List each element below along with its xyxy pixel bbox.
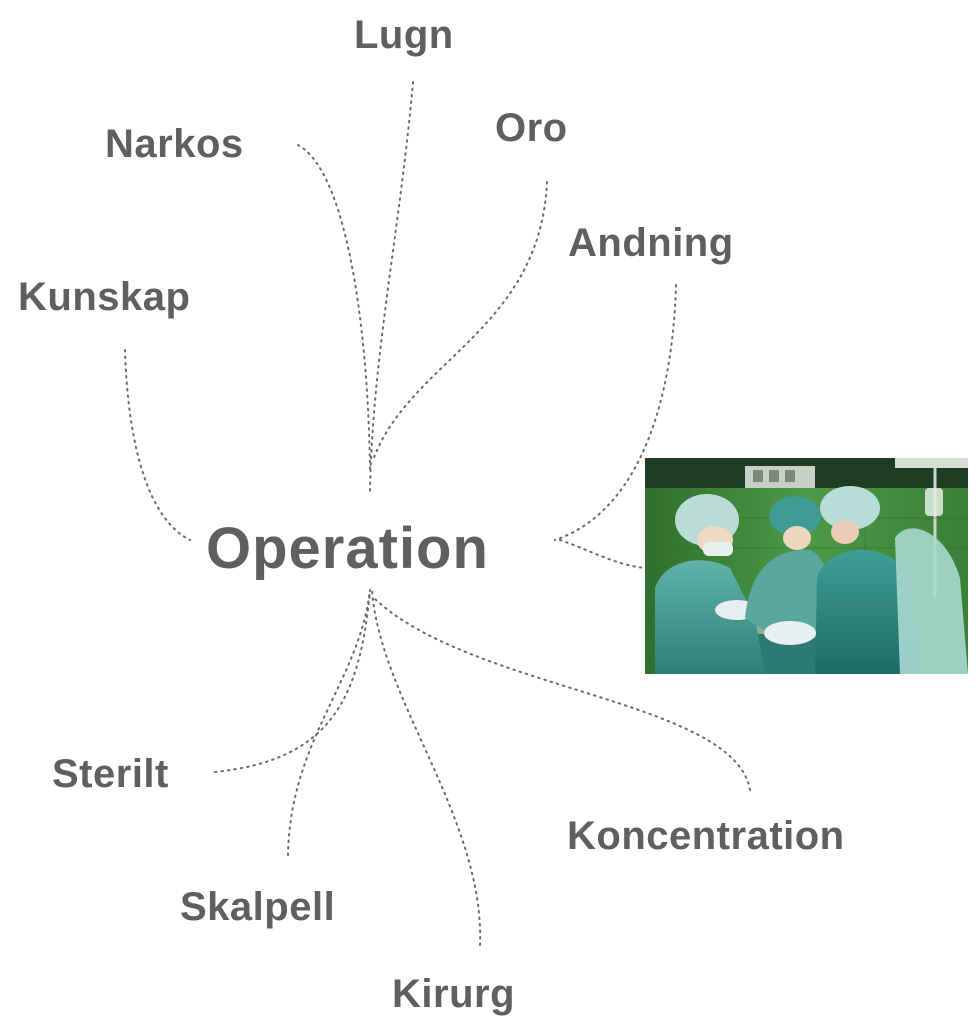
connector-photo — [559, 539, 646, 569]
connector-skalpell — [287, 589, 371, 856]
word-sterilt: Sterilt — [52, 752, 169, 796]
word-kunskap: Kunskap — [18, 275, 191, 319]
word-oro: Oro — [495, 106, 568, 150]
connector-sterilt — [214, 589, 371, 773]
connector-oro — [372, 181, 548, 461]
connector-koncentration — [373, 597, 751, 791]
connector-lugn — [369, 81, 414, 493]
center-word: Operation — [206, 516, 489, 581]
connector-kunskap — [124, 349, 191, 541]
word-skalpell: Skalpell — [180, 885, 336, 929]
word-kirurg: Kirurg — [392, 972, 515, 1016]
connector-narkos — [297, 144, 371, 471]
connector-kirurg — [371, 589, 482, 946]
word-andning: Andning — [568, 221, 734, 265]
word-narkos: Narkos — [105, 122, 244, 166]
surgeons-image — [645, 458, 968, 674]
surgery-photo — [645, 458, 968, 674]
word-lugn: Lugn — [354, 13, 454, 57]
connector-andning — [554, 284, 677, 541]
word-koncentration: Koncentration — [567, 814, 845, 858]
